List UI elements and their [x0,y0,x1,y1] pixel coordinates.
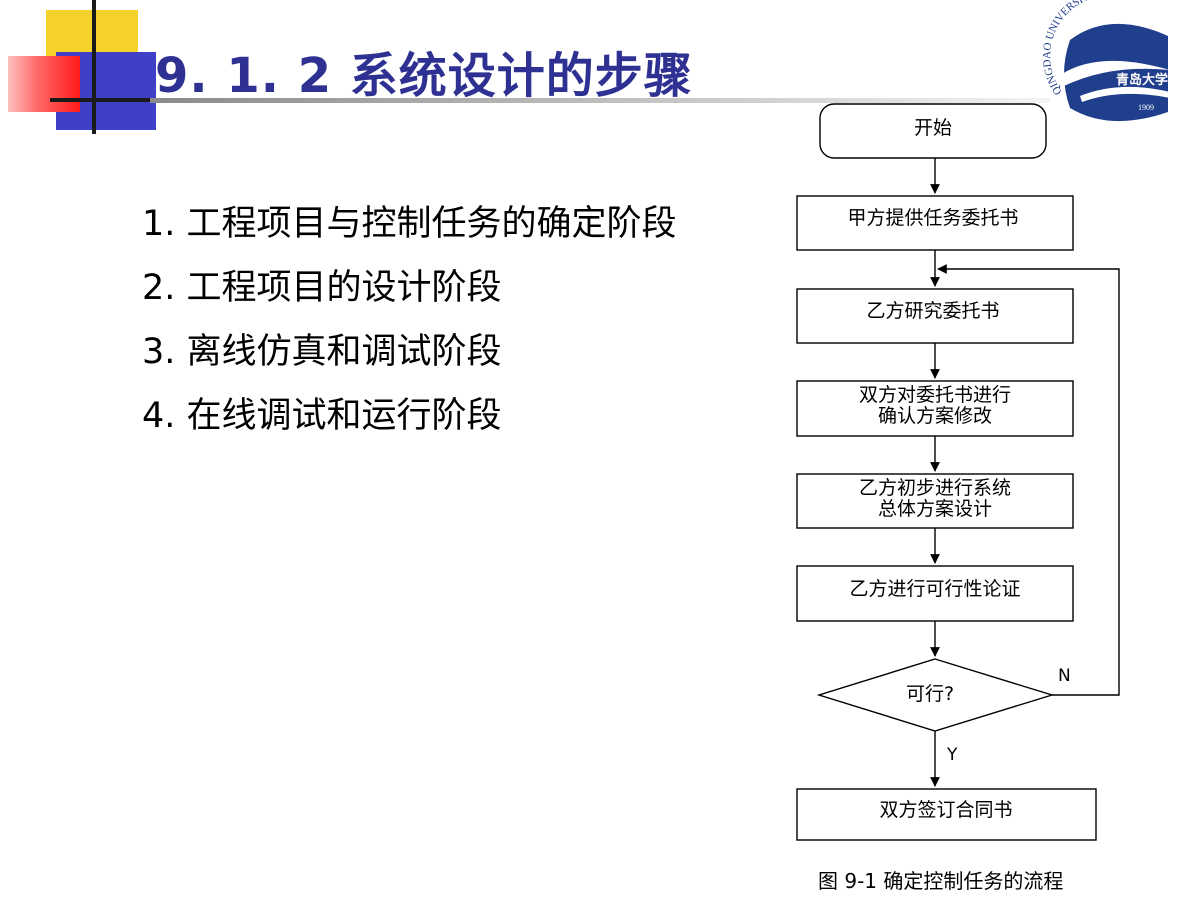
flow-node-1: 甲方提供任务委托书 [796,195,1074,251]
flow-node-4-line-2: 总体方案设计 [878,498,992,520]
flow-node-3-line-2: 确认方案修改 [878,405,992,427]
flow-node-3: 双方对委托书进行 确认方案修改 [796,380,1074,437]
flow-no-loop-line [937,264,1120,696]
flow-node-4-line-1: 乙方初步进行系统 [859,477,1011,499]
flowchart: 开始 甲方提供任务委托书 乙方研究委托书 双方对委托书进行 确认方案修改 乙方初… [796,103,1120,841]
flow-decision-label: 可行? [906,683,954,705]
flow-node-2: 乙方研究委托书 [796,288,1074,344]
flow-start-node: 开始 [819,103,1047,159]
step-item-2: 2. 工程项目的设计阶段 [142,268,502,308]
step-item-1: 1. 工程项目与控制任务的确定阶段 [142,204,677,244]
logo-emblem [1062,23,1170,122]
logo-year: 1909 [1138,103,1154,112]
flow-node-4: 乙方初步进行系统 总体方案设计 [796,473,1074,529]
decor-horizontal-line [50,98,150,102]
flow-yes-label: Y [946,745,958,765]
decor-square-red [8,56,80,112]
flow-end-node: 双方签订合同书 [796,788,1097,841]
flow-node-1-label: 甲方提供任务委托书 [847,207,1018,229]
step-item-3: 3. 离线仿真和调试阶段 [142,332,502,372]
university-logo: QINGDAO UNIVERSITY 青岛大学 1909 [1041,0,1170,122]
decor-vertical-line [92,0,96,134]
flow-end-label: 双方签订合同书 [879,799,1012,821]
flow-no-label: N [1058,666,1071,686]
steps-list: 1. 工程项目与控制任务的确定阶段 2. 工程项目的设计阶段 3. 离线仿真和调… [142,192,677,448]
logo-name: 青岛大学 [1116,72,1168,87]
flow-node-5: 乙方进行可行性论证 [796,565,1074,622]
flow-node-2-label: 乙方研究委托书 [866,300,999,322]
title-underline [150,98,1050,103]
flow-start-label: 开始 [914,117,952,139]
flow-decision-node: 可行? [816,658,1055,732]
slide-title: 9. 1. 2 系统设计的步骤 [155,48,693,104]
flow-node-3-line-1: 双方对委托书进行 [859,384,1011,406]
step-item-4: 4. 在线调试和运行阶段 [142,396,502,436]
flow-node-5-label: 乙方进行可行性论证 [849,578,1020,600]
figure-caption: 图 9-1 确定控制任务的流程 [818,869,1064,893]
